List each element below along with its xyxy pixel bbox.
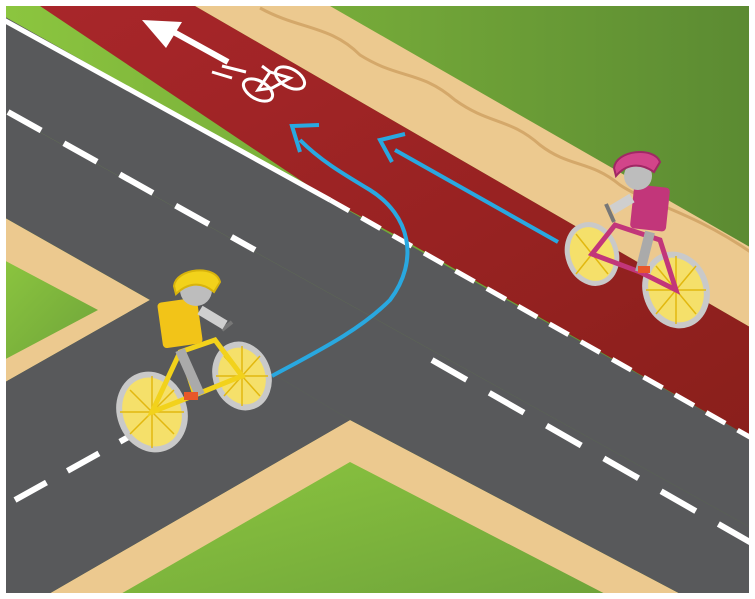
grass-bottom-patch [112,462,615,599]
cyclist-yellow [116,269,272,453]
road-edge-line [0,15,332,203]
main-road [0,14,755,530]
cyclist-pink [564,150,710,329]
straight-route-arrow [376,132,559,244]
bike-lane-separator-line [328,197,755,443]
center-line-upper [6,109,257,253]
turning-route-arrow [271,123,410,378]
bicycle-icon [211,64,307,103]
bike-lane [40,6,755,440]
left-arrow-icon [142,20,230,65]
grass-left-patch [0,258,98,362]
main-road-lower [0,110,755,599]
